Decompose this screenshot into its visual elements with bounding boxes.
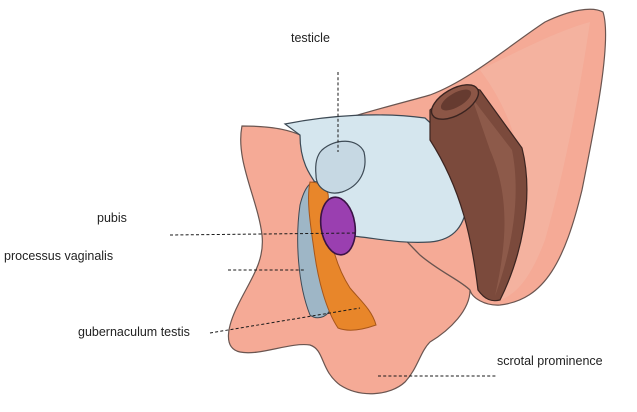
label-pubis: pubis bbox=[97, 211, 127, 225]
label-scrotal-prominence: scrotal prominence bbox=[497, 354, 603, 368]
label-testicle: testicle bbox=[291, 31, 330, 45]
vessel-opening-inner bbox=[440, 89, 472, 111]
label-gubernaculum-testis: gubernaculum testis bbox=[78, 325, 190, 339]
vessel-highlight bbox=[472, 98, 516, 296]
leader-gubernaculum bbox=[209, 307, 361, 334]
testicle-shape bbox=[315, 140, 366, 194]
flap-shading bbox=[480, 22, 590, 300]
label-processus-vaginalis: processus vaginalis bbox=[4, 249, 113, 263]
pubis-shape bbox=[319, 196, 357, 256]
